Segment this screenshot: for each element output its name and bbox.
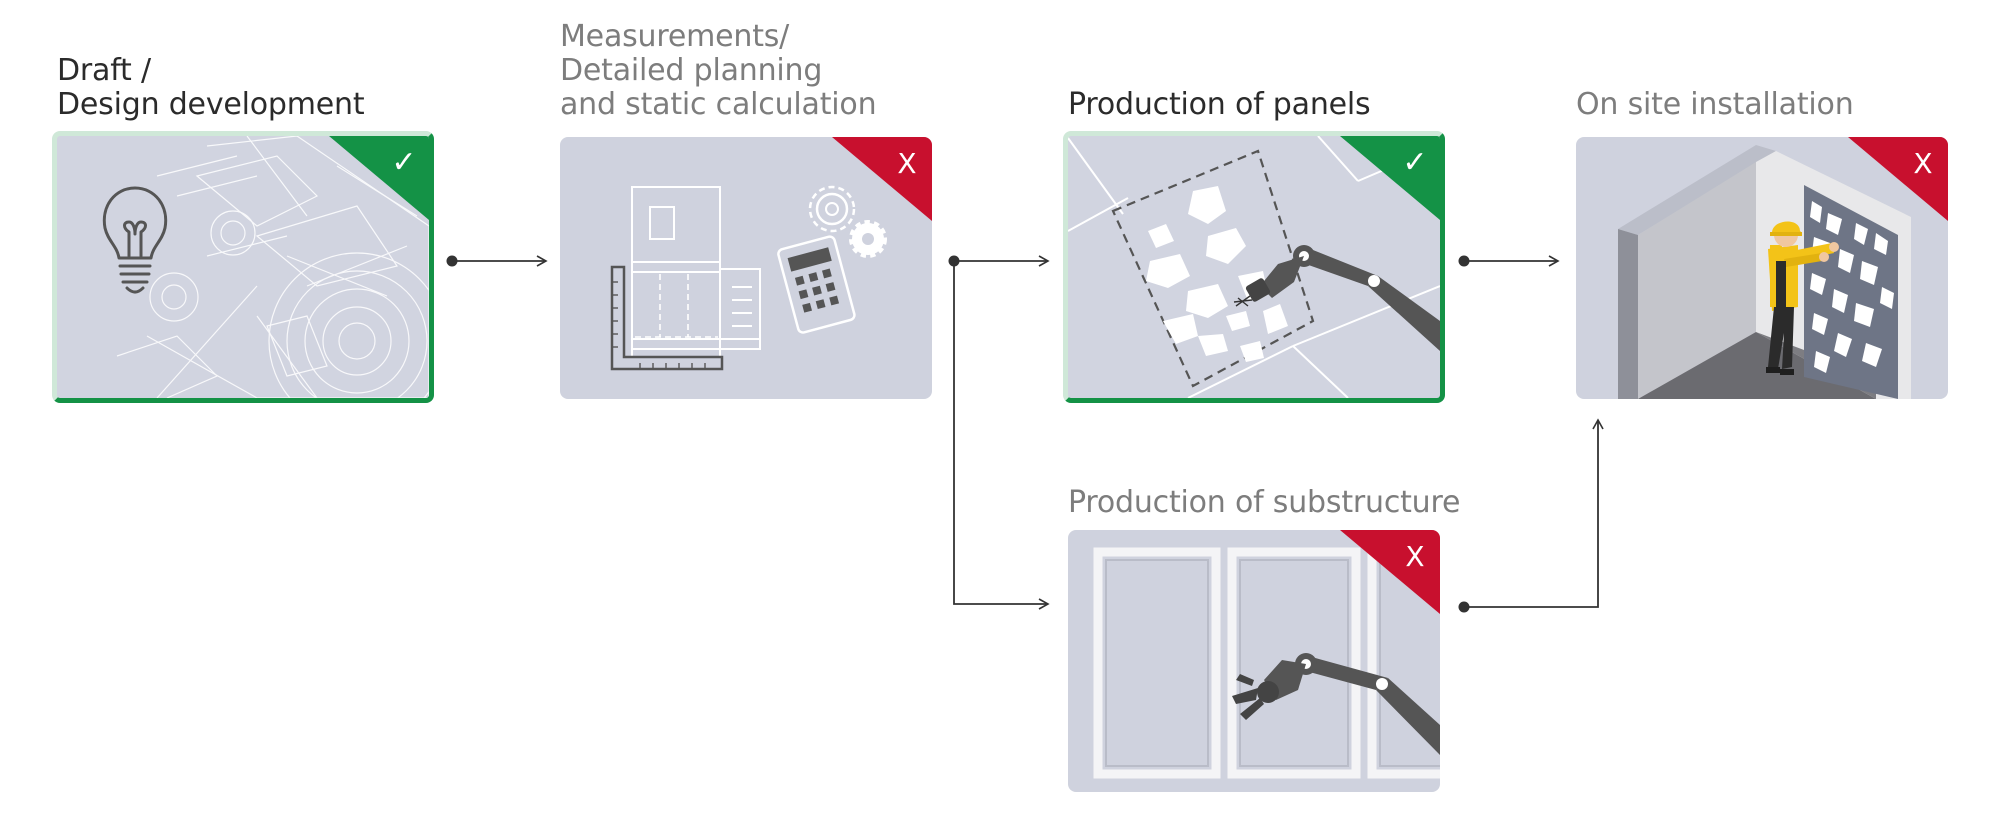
stage-title-substructure: Production of substructure — [1068, 486, 1460, 520]
stage-title-line: Production of panels — [1068, 87, 1371, 122]
worker-icon — [1766, 221, 1839, 375]
lightbulb-blueprint-icon — [102, 136, 429, 398]
stage-title-measurements: Measurements/ Detailed planning and stat… — [560, 19, 877, 122]
gear-icon — [808, 185, 887, 258]
robot-arm-icon — [1233, 245, 1440, 351]
stage-card-panels[interactable]: ✓ — [1063, 131, 1445, 403]
connector-measurements-split — [948, 255, 1050, 610]
status-badge-not-included: X — [832, 137, 932, 221]
decor-panel-icon — [1804, 185, 1898, 399]
status-badge-done: ✓ — [329, 136, 429, 220]
stage-title-line: On site installation — [1576, 87, 1854, 122]
stage-title-draft: Draft / Design development — [57, 53, 365, 122]
stage-card-substructure[interactable]: X — [1068, 530, 1440, 792]
stage-card-installation[interactable]: X — [1576, 137, 1948, 399]
status-badge-not-included: X — [1340, 530, 1440, 614]
badge-triangle — [329, 136, 429, 220]
stage-title-line: and static calculation — [560, 87, 877, 122]
close-icon: X — [897, 147, 916, 180]
stage-card-draft[interactable]: ✓ — [52, 131, 434, 403]
robot-arm-icon — [1232, 653, 1440, 755]
close-icon: X — [1405, 540, 1424, 573]
stage-title-line: Draft / — [57, 53, 151, 88]
stage-title-line: Detailed planning — [560, 53, 823, 88]
calculator-icon — [777, 235, 856, 334]
stage-title-line: Production of substructure — [1068, 485, 1461, 520]
robot-frame-icon — [1093, 547, 1440, 779]
lightbulb-icon — [102, 186, 168, 294]
connector-panels-to-installation — [1458, 255, 1560, 267]
badge-triangle — [1848, 137, 1948, 221]
status-badge-done: ✓ — [1340, 136, 1440, 220]
stage-title-installation: On site installation — [1576, 88, 1854, 122]
worker-installation-icon — [1618, 145, 1911, 399]
check-icon: ✓ — [1402, 145, 1427, 180]
close-icon: X — [1913, 147, 1932, 180]
badge-triangle — [832, 137, 932, 221]
ruler-calculator-icon — [610, 185, 887, 371]
connector-draft-to-measurements — [446, 255, 548, 267]
stage-title-line: Design development — [57, 87, 365, 122]
status-badge-not-included: X — [1848, 137, 1948, 221]
check-icon: ✓ — [391, 145, 416, 180]
badge-triangle — [1340, 530, 1440, 614]
stage-card-measurements[interactable]: X — [560, 137, 932, 399]
robot-panel-icon — [1068, 136, 1440, 398]
stage-title-line: Measurements/ — [560, 19, 790, 54]
badge-triangle — [1340, 136, 1440, 220]
stage-title-panels: Production of panels — [1068, 87, 1371, 122]
connector-substructure-to-installation — [1458, 418, 1604, 613]
